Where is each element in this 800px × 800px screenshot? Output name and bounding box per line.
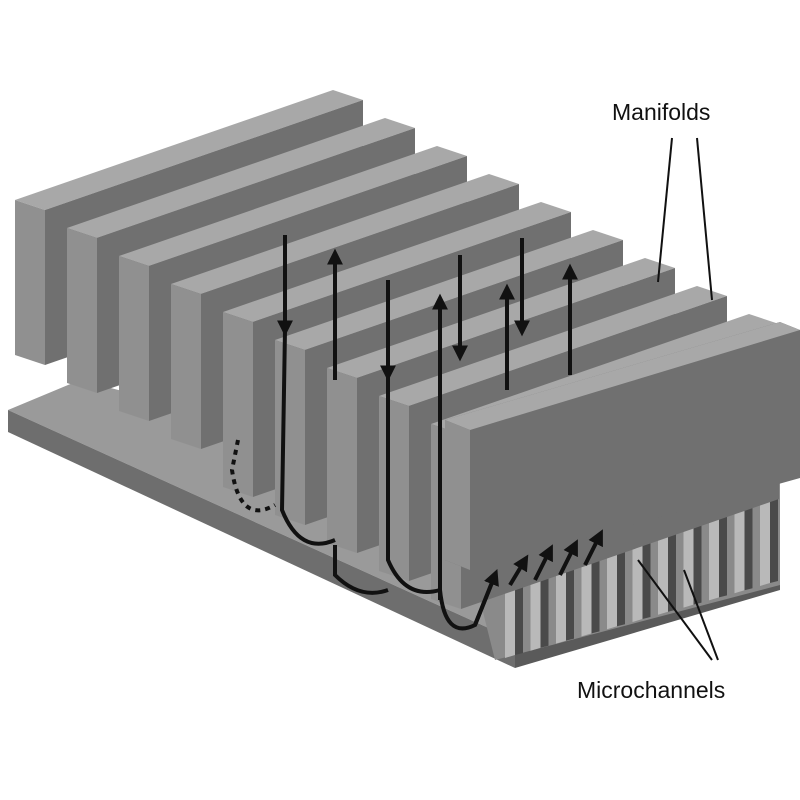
microchannel-fin <box>760 485 770 586</box>
manifold-fin-end <box>67 228 97 393</box>
microchannel-gap <box>693 504 702 605</box>
microchannel-flow-arrow <box>473 569 499 626</box>
front-manifold-top <box>445 322 800 430</box>
manifold-fin-end <box>171 284 201 449</box>
flow-path <box>333 545 389 595</box>
microchannel-fin <box>734 492 745 594</box>
microchannel-gap <box>770 483 778 583</box>
front-manifold-block <box>445 322 800 570</box>
manifold-fin-top <box>15 90 363 210</box>
manifolds-label: Manifolds <box>612 99 710 125</box>
manifold-leader-line-2 <box>696 137 713 301</box>
manifold-fin-end <box>15 200 45 365</box>
microchannel-fin <box>709 499 719 601</box>
manifold-fin-top <box>119 146 467 266</box>
microchannel-flow-arrow <box>533 544 553 581</box>
manifold-fin-top <box>223 202 571 322</box>
manifold-fin-end <box>223 312 253 497</box>
microchannels-label: Microchannels <box>577 677 725 703</box>
flow-path <box>386 375 441 594</box>
manifold-fin-end <box>327 368 357 553</box>
microchannel-flow-arrow <box>583 529 603 566</box>
manifold-fin-top <box>379 286 727 406</box>
manifold-fin-top <box>275 230 623 350</box>
hidden-flow-path <box>229 439 276 513</box>
flow-arrows <box>229 235 603 631</box>
microchannel-leader-line-1 <box>637 559 713 661</box>
microchannel-gap <box>744 490 753 591</box>
microchannel-fin <box>683 506 694 608</box>
manifold-fin-top <box>171 174 519 294</box>
manifold-fin-end <box>275 340 305 525</box>
manifold-fin-top <box>327 258 675 378</box>
microchannel-gap <box>668 511 676 612</box>
microchannel-leader-line-2 <box>683 569 719 661</box>
leader-lines <box>637 137 719 661</box>
flow-path <box>279 329 336 546</box>
microchannel-flow-arrow <box>558 539 578 576</box>
base-plate-front <box>8 410 515 668</box>
manifold-leader-line-1 <box>657 137 673 283</box>
manifold-fin-top <box>67 118 415 238</box>
microchannel-gap <box>719 497 727 598</box>
microchannel-flow-arrow <box>508 554 529 587</box>
flow-path <box>438 574 497 631</box>
manifold-fin-end <box>119 256 149 421</box>
manifold-fins <box>15 90 800 609</box>
front-manifold-end <box>445 420 470 570</box>
manifold-fin-end <box>379 396 409 581</box>
